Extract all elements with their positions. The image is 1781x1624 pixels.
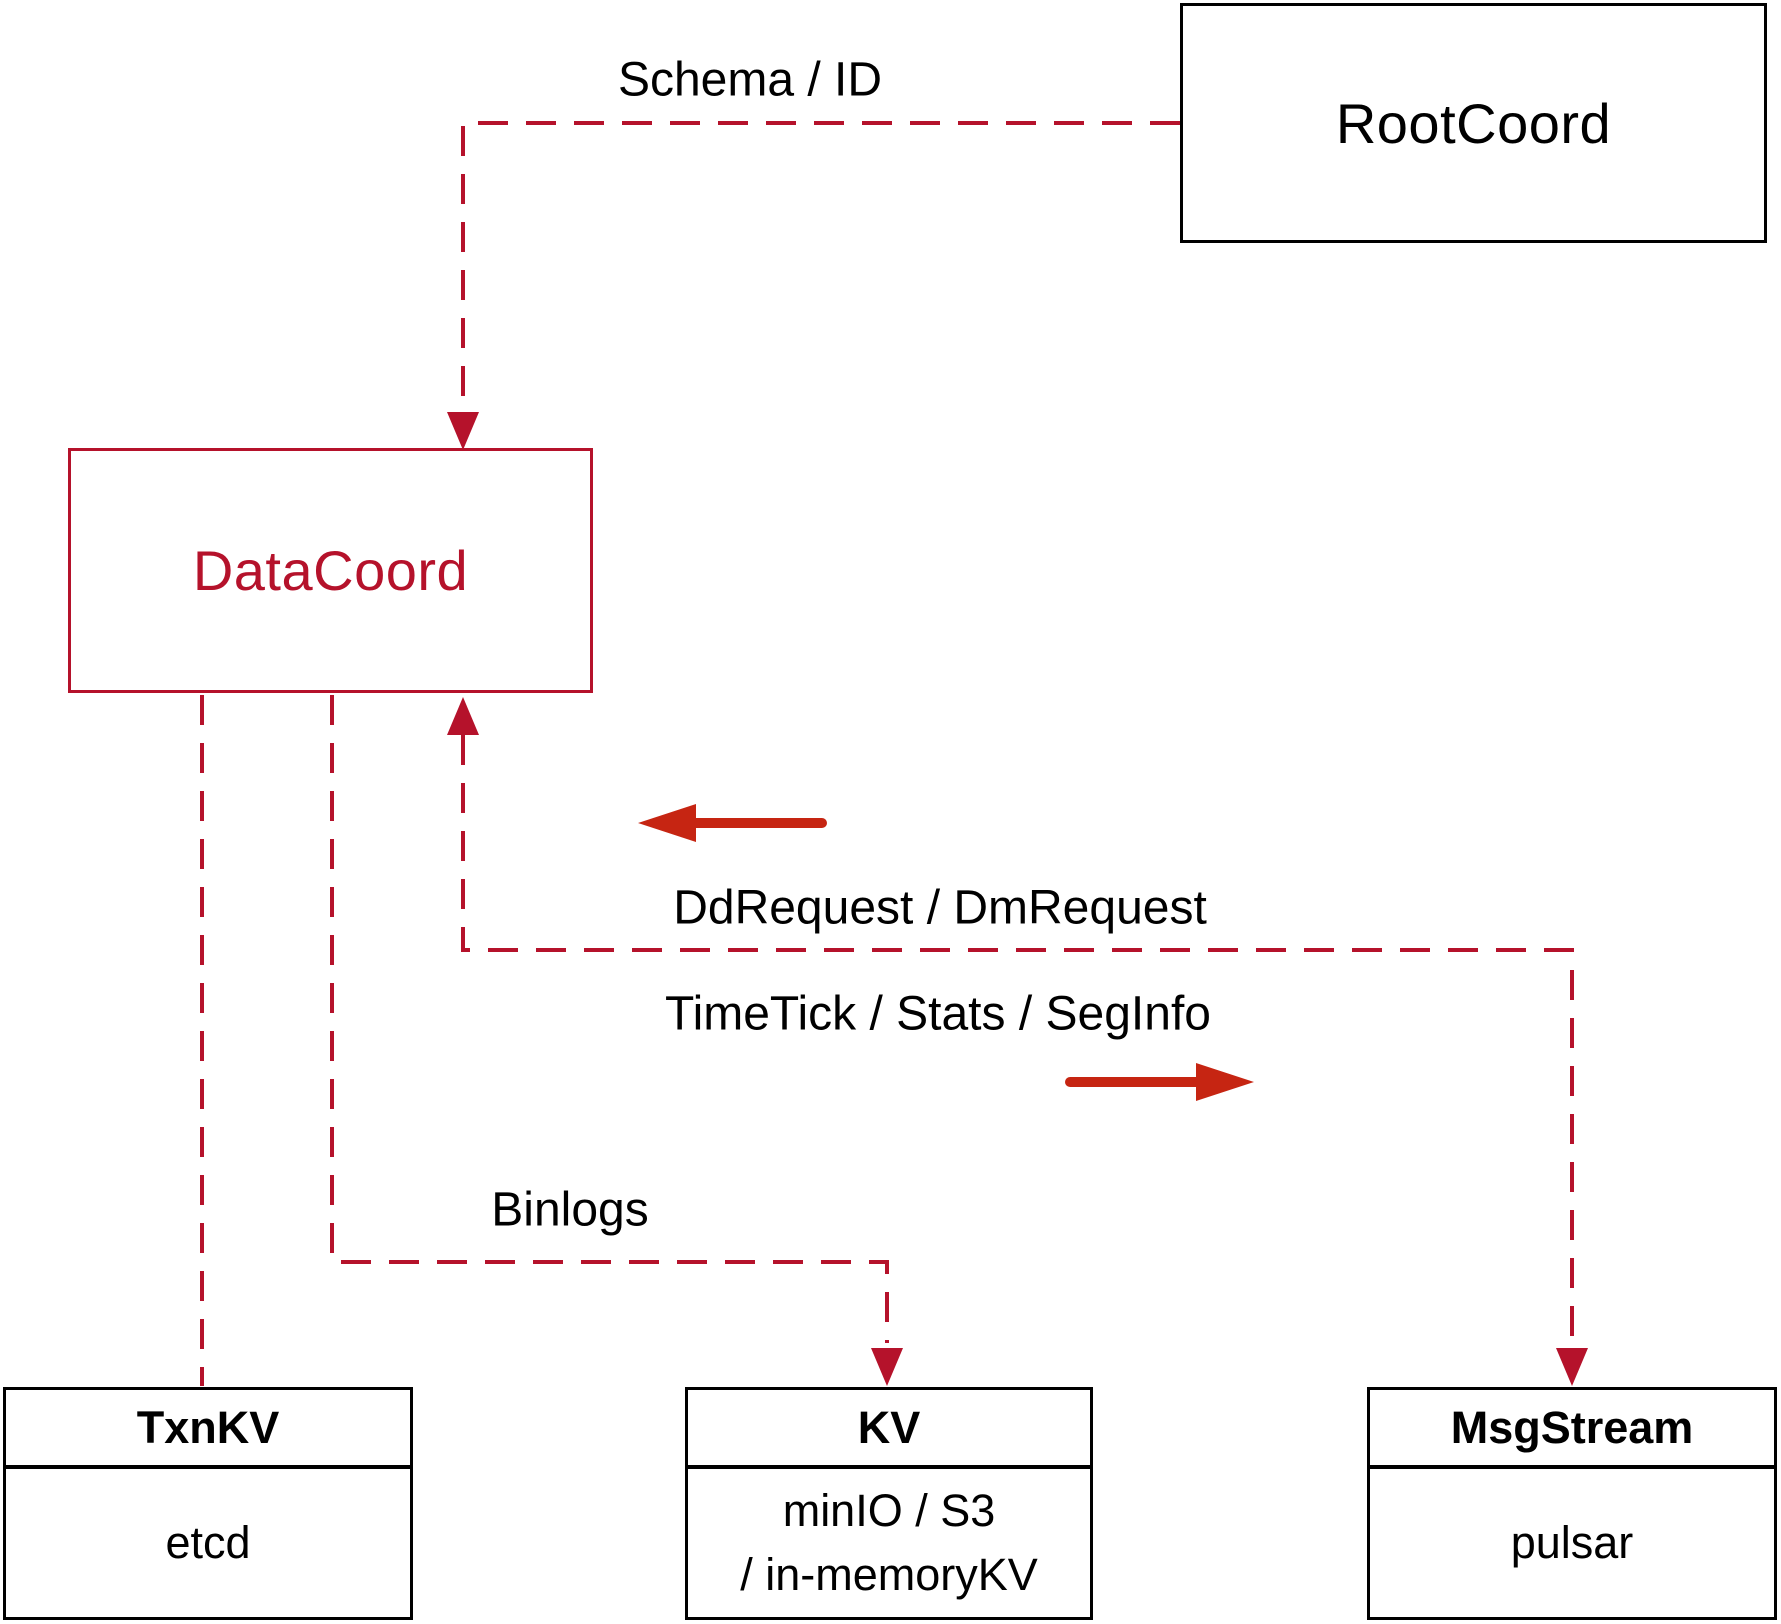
rootcoord-label: RootCoord [1335, 91, 1612, 155]
edge-label-timetick-stats-seginfo: TimeTick / Stats / SegInfo [665, 987, 1211, 1041]
ddrequest-arrowhead-icon [447, 697, 479, 735]
right-direction-arrow-icon [1065, 1063, 1254, 1101]
node-msgstream: MsgStream pulsar [1367, 1387, 1777, 1620]
edge-label-ddrequest-dmrequest: DdRequest / DmRequest [673, 881, 1207, 935]
msgstream-connector-line [461, 735, 1574, 1343]
left-direction-arrow-icon [638, 804, 827, 842]
schema-id-arrowhead-icon [447, 412, 479, 450]
kv-body-line1: minIO / S3 [782, 1485, 996, 1537]
schema-id-connector-line [461, 121, 1180, 440]
msgstream-body: pulsar [1510, 1517, 1634, 1569]
binlogs-arrowhead-icon [871, 1348, 903, 1386]
msgstream-title: MsgStream [1370, 1390, 1774, 1469]
node-datacoord: DataCoord [68, 448, 593, 693]
binlogs-connector-line [330, 695, 889, 1343]
kv-title: KV [688, 1390, 1090, 1469]
timetick-arrowhead-icon [1556, 1348, 1588, 1386]
node-kv: KV minIO / S3 / in-memoryKV [685, 1387, 1093, 1620]
node-rootcoord: RootCoord [1180, 3, 1767, 243]
txnkv-body: etcd [165, 1517, 251, 1569]
edge-label-binlogs: Binlogs [491, 1183, 649, 1237]
edge-label-schema-id: Schema / ID [617, 53, 883, 107]
kv-body-line2: / in-memoryKV [740, 1549, 1038, 1600]
txnkv-title: TxnKV [6, 1390, 410, 1469]
node-txnkv: TxnKV etcd [3, 1387, 413, 1620]
datacoord-label: DataCoord [192, 539, 469, 602]
